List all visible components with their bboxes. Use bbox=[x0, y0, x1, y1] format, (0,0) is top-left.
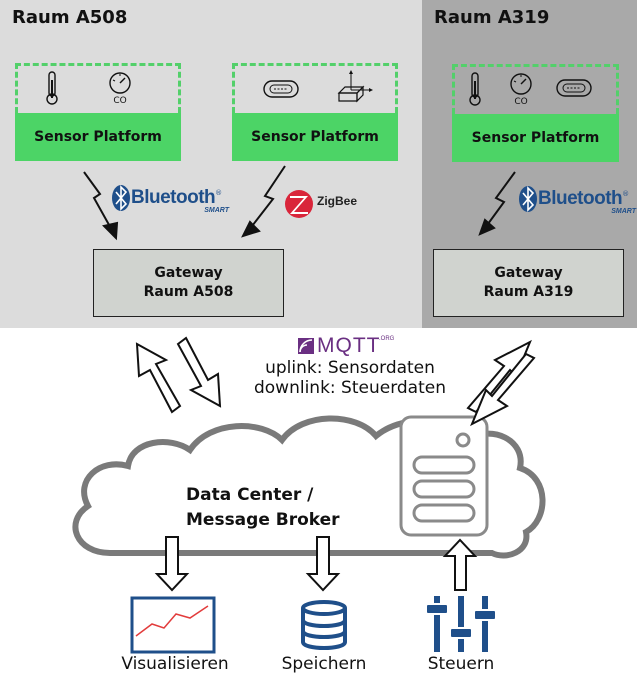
sliders-icon bbox=[425, 596, 497, 652]
accelerometer-icon bbox=[337, 70, 373, 103]
gateway-room: Raum A319 bbox=[483, 284, 574, 300]
sensor-group-outline bbox=[15, 63, 181, 113]
wireless-link-arrow-2 bbox=[241, 165, 286, 238]
mqtt-logo-text: MQTT bbox=[317, 334, 381, 357]
co-sensor-icon bbox=[510, 73, 532, 95]
wireless-link-arrow-1 bbox=[83, 171, 119, 241]
bluetooth-label-2: Bluetooth ® SMART bbox=[538, 188, 637, 222]
gateway-title: Gateway bbox=[494, 265, 563, 281]
bluetooth-trademark: ® bbox=[622, 190, 630, 198]
uplink-downlink-arrows-right bbox=[466, 339, 536, 427]
bluetooth-name: Bluetooth bbox=[131, 187, 216, 208]
mqtt-logo-icon bbox=[298, 338, 314, 354]
uplink-downlink-arrows-left bbox=[135, 336, 222, 414]
sensor-platform-label: Sensor Platform bbox=[452, 114, 619, 162]
bluetooth-trademark: ® bbox=[215, 189, 223, 197]
sensor-platform-label: Sensor Platform bbox=[15, 113, 181, 161]
zigbee-logo-icon bbox=[285, 190, 313, 218]
particle-sensor-icon bbox=[263, 80, 299, 98]
co-sensor-icon bbox=[109, 72, 131, 94]
thermometer-icon bbox=[469, 72, 481, 106]
downlink-label: downlink: Steuerdaten bbox=[253, 378, 446, 398]
bluetooth-smart-tag: SMART bbox=[204, 207, 229, 214]
output-label-visualize: Visualisieren bbox=[121, 654, 229, 674]
output-arrow-control bbox=[442, 538, 478, 591]
co-label: CO bbox=[514, 97, 528, 107]
chart-icon bbox=[130, 596, 216, 654]
room-a319-title: Raum A319 bbox=[434, 7, 550, 28]
wireless-link-arrow-3 bbox=[478, 171, 516, 236]
bluetooth-rune-icon bbox=[112, 185, 130, 211]
output-arrow-visualize bbox=[154, 536, 190, 592]
server-icon bbox=[399, 415, 489, 537]
sensor-group-outline bbox=[232, 63, 398, 113]
data-center-title: Data Center / bbox=[186, 485, 314, 505]
gateway-a508: Gateway Raum A508 bbox=[93, 249, 284, 317]
mqtt-logo-sub: .ORG bbox=[379, 336, 395, 342]
sensor-platform-label: Sensor Platform bbox=[232, 113, 398, 161]
bluetooth-rune-icon bbox=[519, 186, 537, 212]
bluetooth-name: Bluetooth bbox=[538, 188, 623, 209]
gateway-a319: Gateway Raum A319 bbox=[433, 249, 624, 317]
sensor-platform-3: Sensor Platform CO bbox=[452, 64, 619, 162]
thermometer-icon bbox=[46, 71, 58, 105]
particle-sensor-icon bbox=[556, 79, 592, 97]
message-broker-title: Message Broker bbox=[186, 510, 340, 530]
sensor-platform-2: Sensor Platform bbox=[232, 63, 398, 161]
bluetooth-smart-tag: SMART bbox=[611, 208, 636, 215]
bluetooth-label-1: Bluetooth ® SMART bbox=[131, 187, 231, 221]
sensor-platform-1: Sensor Platform CO bbox=[15, 63, 181, 161]
output-label-store: Speichern bbox=[281, 654, 367, 674]
sensor-group-outline bbox=[452, 64, 619, 114]
uplink-label: uplink: Sensordaten bbox=[265, 358, 435, 378]
gateway-room: Raum A508 bbox=[143, 284, 234, 300]
zigbee-label: ZigBee bbox=[317, 194, 358, 208]
gateway-title: Gateway bbox=[154, 265, 223, 281]
room-a508-title: Raum A508 bbox=[12, 7, 128, 28]
output-label-control: Steuern bbox=[427, 654, 495, 674]
co-label: CO bbox=[113, 96, 127, 106]
output-arrow-store bbox=[305, 536, 341, 592]
database-icon bbox=[301, 600, 347, 650]
